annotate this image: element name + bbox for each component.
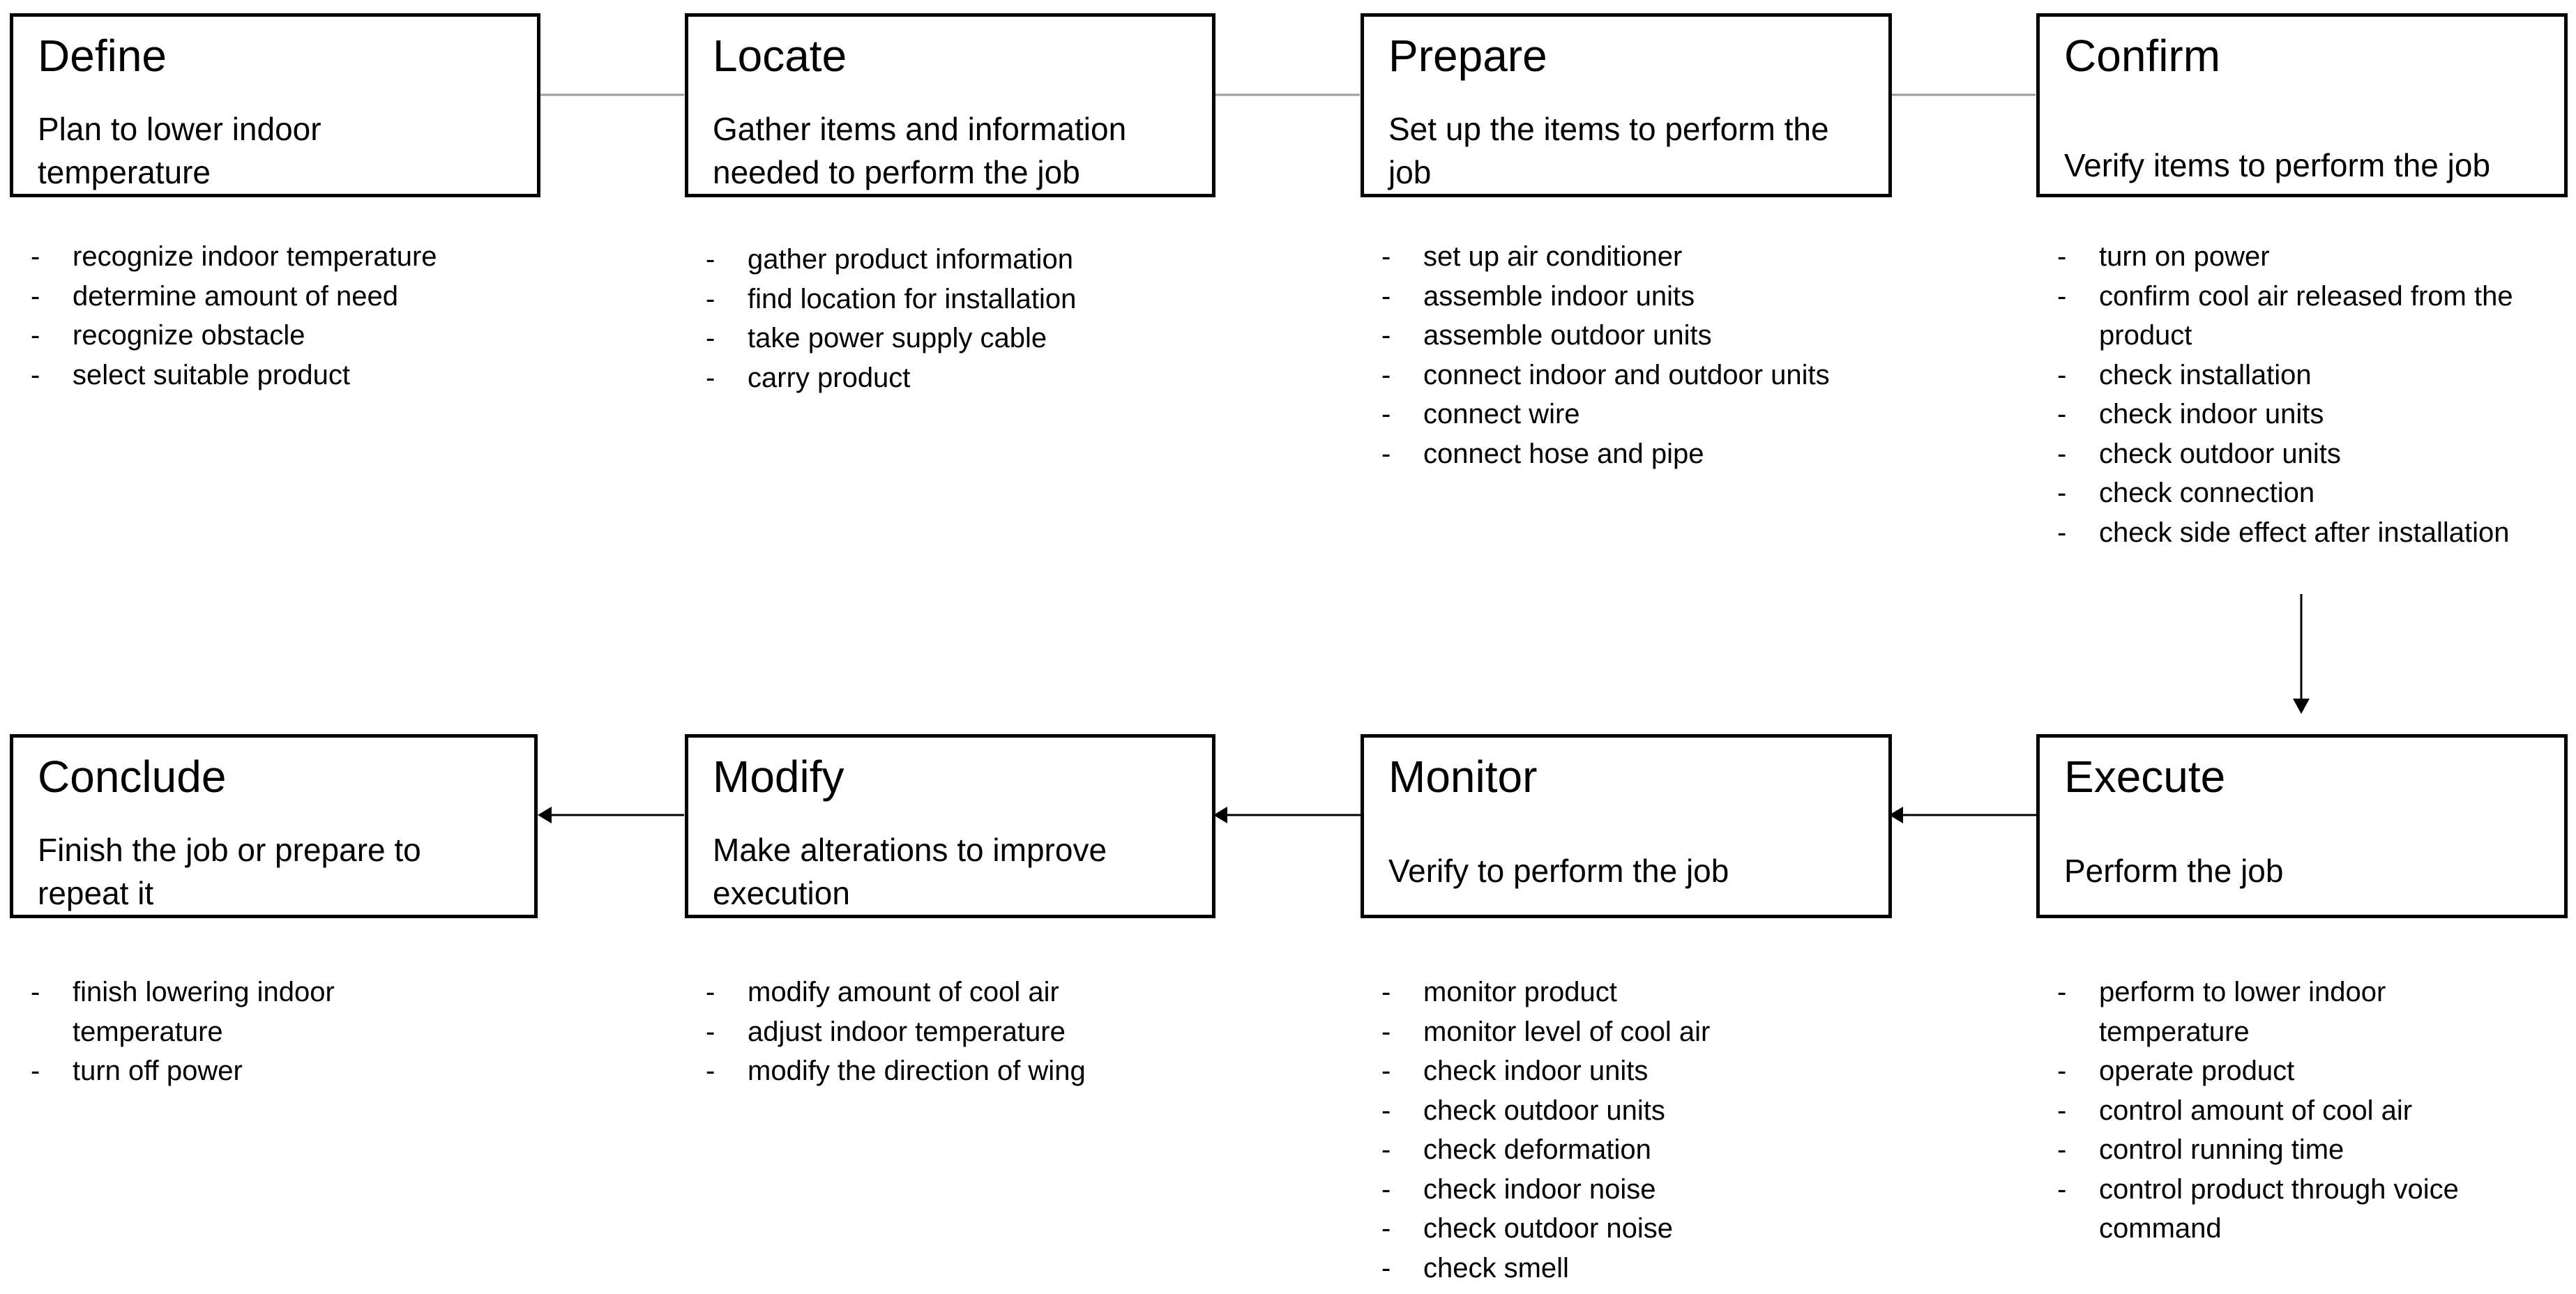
list-item: determine amount of need: [31, 277, 533, 317]
arrow-modify-to-conclude-head: [538, 807, 552, 823]
list-item: check outdoor noise: [1381, 1209, 1856, 1249]
list-item: set up air conditioner: [1381, 237, 1842, 277]
list-item: gather product information: [706, 240, 1208, 280]
step-prepare: Prepare Set up the items to perform the …: [1361, 13, 1892, 197]
task-list-conclude: finish lowering indoor temperature turn …: [31, 973, 421, 1091]
list-item: check outdoor units: [1381, 1091, 1856, 1131]
list-item: confirm cool air released from the produ…: [2057, 277, 2531, 356]
list-item: monitor level of cool air: [1381, 1012, 1856, 1052]
list-item: adjust indoor temperature: [706, 1012, 1208, 1052]
list-item: check outdoor units: [2057, 434, 2531, 474]
task-list-locate: gather product information find location…: [706, 240, 1208, 397]
step-title: Define: [38, 31, 167, 81]
list-item: finish lowering indoor temperature: [31, 973, 421, 1051]
list-item: check side effect after installation: [2057, 513, 2531, 553]
list-item: monitor product: [1381, 973, 1856, 1012]
step-title: Confirm: [2064, 31, 2221, 81]
list-item: modify the direction of wing: [706, 1051, 1208, 1091]
arrow-monitor-to-modify-head: [1213, 807, 1227, 823]
step-description: Set up the items to perform the job: [1388, 111, 1829, 190]
task-list-confirm: turn on power confirm cool air released …: [2057, 237, 2531, 552]
step-confirm: Confirm Verify items to perform the job: [2036, 13, 2568, 197]
step-modify: Modify Make alterations to improve execu…: [685, 734, 1215, 918]
list-item: operate product: [2057, 1051, 2531, 1091]
list-item: modify amount of cool air: [706, 973, 1208, 1012]
step-conclude: Conclude Finish the job or prepare to re…: [10, 734, 538, 918]
step-description: Plan to lower indoor temperature: [38, 111, 321, 190]
list-item: connect indoor and outdoor units: [1381, 356, 1842, 395]
list-item: turn off power: [31, 1051, 421, 1091]
list-item: check installation: [2057, 356, 2531, 395]
list-item: recognize indoor temperature: [31, 237, 533, 277]
task-list-define: recognize indoor temperature determine a…: [31, 237, 533, 395]
list-item: take power supply cable: [706, 319, 1208, 358]
arrow-execute-to-monitor-head: [1889, 807, 1903, 823]
step-description: Gather items and information needed to p…: [713, 111, 1127, 190]
list-item: connect hose and pipe: [1381, 434, 1842, 474]
step-title: Modify: [713, 752, 844, 802]
arrow-confirm-to-execute-head: [2293, 699, 2310, 714]
step-description: Make alterations to improve execution: [713, 832, 1107, 911]
step-description: Finish the job or prepare to repeat it: [38, 832, 421, 911]
list-item: check indoor noise: [1381, 1170, 1856, 1210]
step-title: Prepare: [1388, 31, 1547, 81]
step-title: Conclude: [38, 752, 227, 802]
list-item: assemble outdoor units: [1381, 316, 1842, 356]
step-title: Locate: [713, 31, 847, 81]
list-item: carry product: [706, 358, 1208, 398]
step-title: Monitor: [1388, 752, 1538, 802]
step-description: Verify to perform the job: [1388, 853, 1729, 889]
step-locate: Locate Gather items and information need…: [685, 13, 1215, 197]
list-item: perform to lower indoor temperature: [2057, 973, 2531, 1051]
list-item: turn on power: [2057, 237, 2531, 277]
step-execute: Execute Perform the job: [2036, 734, 2568, 918]
list-item: assemble indoor units: [1381, 277, 1842, 317]
list-item: control running time: [2057, 1130, 2531, 1170]
list-item: check connection: [2057, 473, 2531, 513]
task-list-execute: perform to lower indoor temperature oper…: [2057, 973, 2531, 1249]
list-item: check indoor units: [1381, 1051, 1856, 1091]
step-define: Define Plan to lower indoor temperature: [10, 13, 540, 197]
step-monitor: Monitor Verify to perform the job: [1361, 734, 1892, 918]
list-item: select suitable product: [31, 356, 533, 395]
list-item: control product through voice command: [2057, 1170, 2531, 1249]
list-item: connect wire: [1381, 395, 1842, 434]
list-item: check indoor units: [2057, 395, 2531, 434]
step-description: Verify items to perform the job: [2064, 147, 2491, 183]
list-item: check deformation: [1381, 1130, 1856, 1170]
task-list-monitor: monitor product monitor level of cool ai…: [1381, 973, 1856, 1288]
task-list-prepare: set up air conditioner assemble indoor u…: [1381, 237, 1842, 473]
step-description: Perform the job: [2064, 853, 2284, 889]
list-item: recognize obstacle: [31, 316, 533, 356]
list-item: check smell: [1381, 1249, 1856, 1288]
task-list-modify: modify amount of cool air adjust indoor …: [706, 973, 1208, 1091]
step-title: Execute: [2064, 752, 2226, 802]
list-item: find location for installation: [706, 280, 1208, 319]
list-item: control amount of cool air: [2057, 1091, 2531, 1131]
